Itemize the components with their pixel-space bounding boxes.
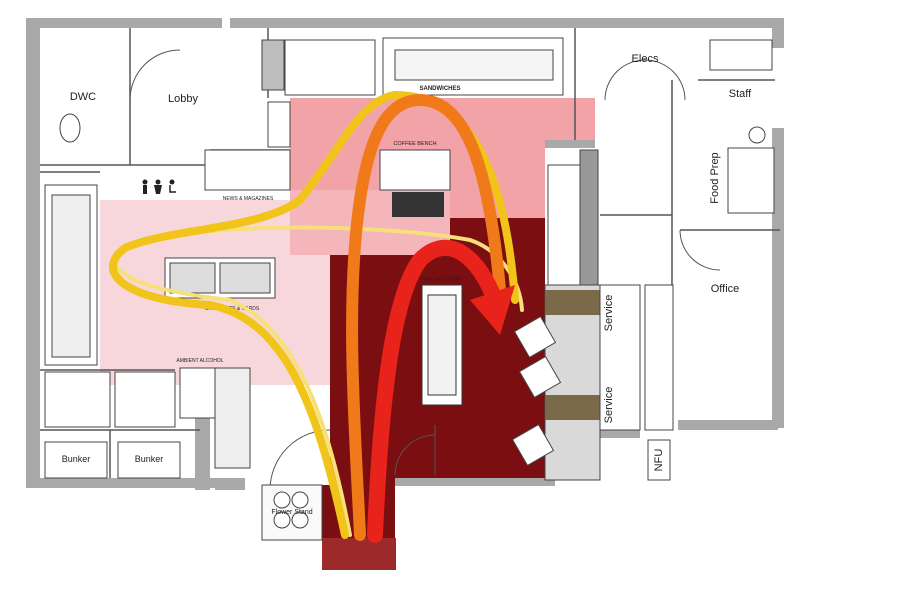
room-label-service-2: Service xyxy=(603,387,615,424)
room-label-bunker-1: Bunker xyxy=(62,454,91,464)
ambient-alcohol-unit xyxy=(179,367,251,469)
fast-lane-label: Fast Lane Chiller xyxy=(421,276,463,282)
room-label-flower-stand: Flower Stand xyxy=(271,509,312,516)
left-fixtures xyxy=(44,101,291,428)
wc-accessibility-icon xyxy=(142,179,176,194)
news-label: NEWS & MAGAZINES xyxy=(223,196,274,202)
room-label-dwc: DWC xyxy=(70,91,96,103)
customer-flow-paths xyxy=(109,90,524,543)
bunkers xyxy=(44,441,181,479)
top-fixtures xyxy=(261,37,564,96)
room-label-nfu: NFU xyxy=(653,449,665,472)
room-label-elecs: Elecs xyxy=(632,53,659,65)
path-orange xyxy=(346,93,506,541)
walls xyxy=(26,18,784,490)
path-red-arrowhead xyxy=(470,285,515,335)
staff-fixtures xyxy=(709,39,775,214)
door-swings xyxy=(129,49,721,491)
entrance-mat xyxy=(322,538,396,570)
room-label-food-prep: Food Prep xyxy=(709,152,721,203)
coffee-bench xyxy=(379,149,451,217)
room-label-service-1: Service xyxy=(603,295,615,332)
right-chillers xyxy=(547,149,599,286)
room-label-office: Office xyxy=(711,283,740,295)
path-red xyxy=(367,239,503,543)
sandwiches-label: SANDWICHES xyxy=(419,86,460,92)
room-label-lobby: Lobby xyxy=(168,93,198,105)
coffee-bench-label: COFFEE BENCH xyxy=(393,141,436,147)
fast-lane-chiller xyxy=(421,284,463,406)
room-label-staff: Staff xyxy=(729,88,752,100)
room-label-bunker-2: Bunker xyxy=(135,454,164,464)
ambient-alcohol-label: AMBIENT ALCOHOL xyxy=(176,358,223,364)
service-stools xyxy=(511,315,562,467)
flower-stand xyxy=(261,484,323,541)
toilet-fixture xyxy=(59,113,81,143)
